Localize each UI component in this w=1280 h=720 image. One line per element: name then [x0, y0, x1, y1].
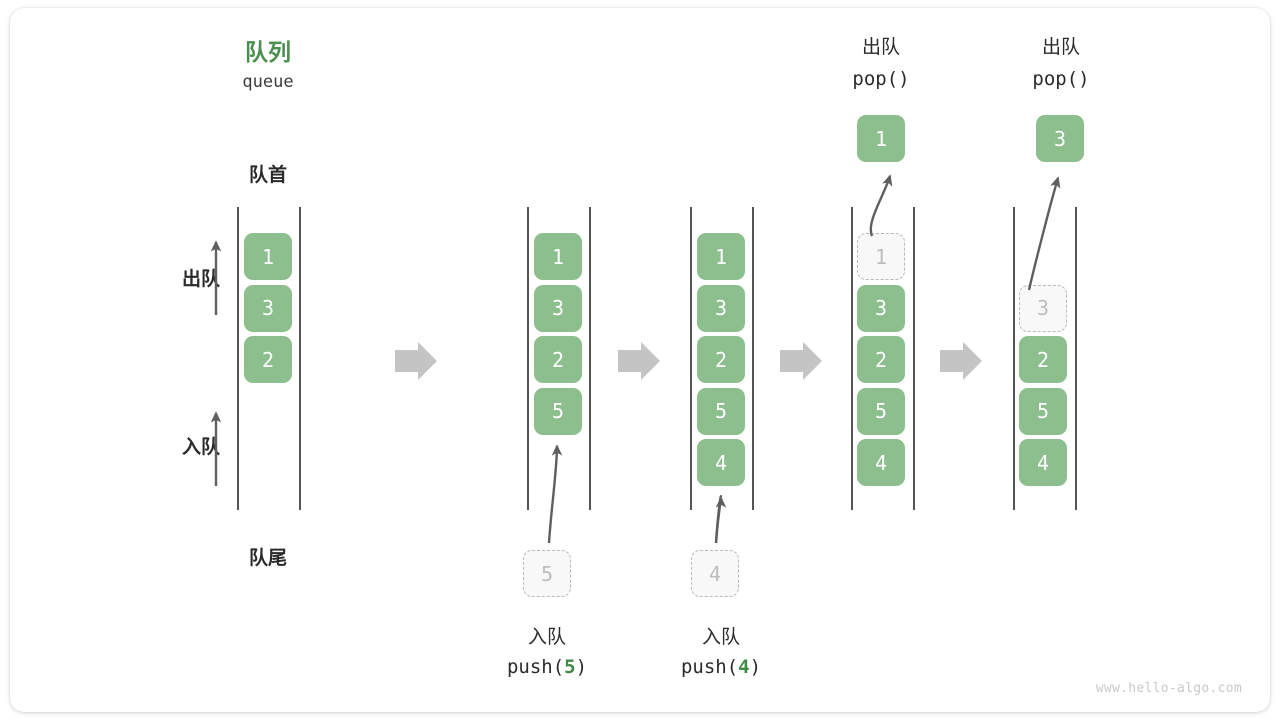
watermark: www.hello-algo.com [1095, 681, 1242, 696]
queue-element: 4 [697, 439, 745, 486]
queue-rail-right [913, 207, 915, 510]
queue-element: 1 [534, 233, 582, 280]
queue-rail-right [1075, 207, 1077, 510]
queue-element: 2 [534, 336, 582, 383]
queue-element: 3 [534, 284, 582, 332]
queue-element: 1 [697, 233, 745, 280]
queue-element: 2 [857, 336, 905, 383]
queue-element: 1 [244, 233, 292, 280]
incoming-element-ghost: 4 [691, 550, 739, 597]
queue-element: 5 [857, 387, 905, 435]
queue-element: 5 [697, 387, 745, 435]
queue-element: 4 [1019, 439, 1067, 486]
front-label: 队首 [248, 165, 287, 186]
push-caption-cn: 入队 [527, 627, 566, 648]
popped-element: 1 [857, 115, 905, 162]
incoming-element-ghost: 5 [523, 550, 571, 597]
queue-element: 5 [534, 387, 582, 435]
pop-caption-code: pop() [1032, 68, 1090, 90]
queue-rail-right [299, 207, 301, 510]
queue-rail-left [237, 207, 239, 510]
queue-element: 2 [697, 336, 745, 383]
queue-element-ghost: 3 [1019, 284, 1067, 332]
queue-element: 5 [1019, 387, 1067, 435]
queue-rail-right [589, 207, 591, 510]
push-argument: 5 [564, 656, 576, 678]
push-argument: 4 [738, 656, 750, 678]
queue-rail-left [527, 207, 529, 510]
dequeue-direction-label: 出队 [181, 269, 220, 290]
enqueue-direction-label: 入队 [181, 437, 220, 458]
queue-rail-left [1013, 207, 1015, 510]
queue-element: 2 [244, 336, 292, 383]
queue-rail-left [690, 207, 692, 510]
pop-caption-code: pop() [852, 68, 910, 90]
push-caption-cn: 入队 [701, 627, 740, 648]
queue-element: 4 [857, 439, 905, 486]
queue-rail-right [752, 207, 754, 510]
queue-title-cn: 队列 [245, 39, 291, 65]
queue-rail-left [851, 207, 853, 510]
queue-element: 3 [697, 284, 745, 332]
push-caption-code: push(4) [680, 656, 762, 678]
push-caption-code: push(5) [506, 656, 588, 678]
queue-title-code: queue [242, 72, 294, 92]
queue-element: 3 [857, 284, 905, 332]
queue-element-ghost: 1 [857, 233, 905, 280]
pop-caption-cn: 出队 [1041, 37, 1080, 58]
popped-element: 3 [1036, 115, 1084, 162]
queue-element: 3 [244, 284, 292, 332]
diagram-card [10, 8, 1270, 712]
queue-element: 2 [1019, 336, 1067, 383]
pop-caption-cn: 出队 [861, 37, 900, 58]
rear-label: 队尾 [248, 548, 287, 569]
